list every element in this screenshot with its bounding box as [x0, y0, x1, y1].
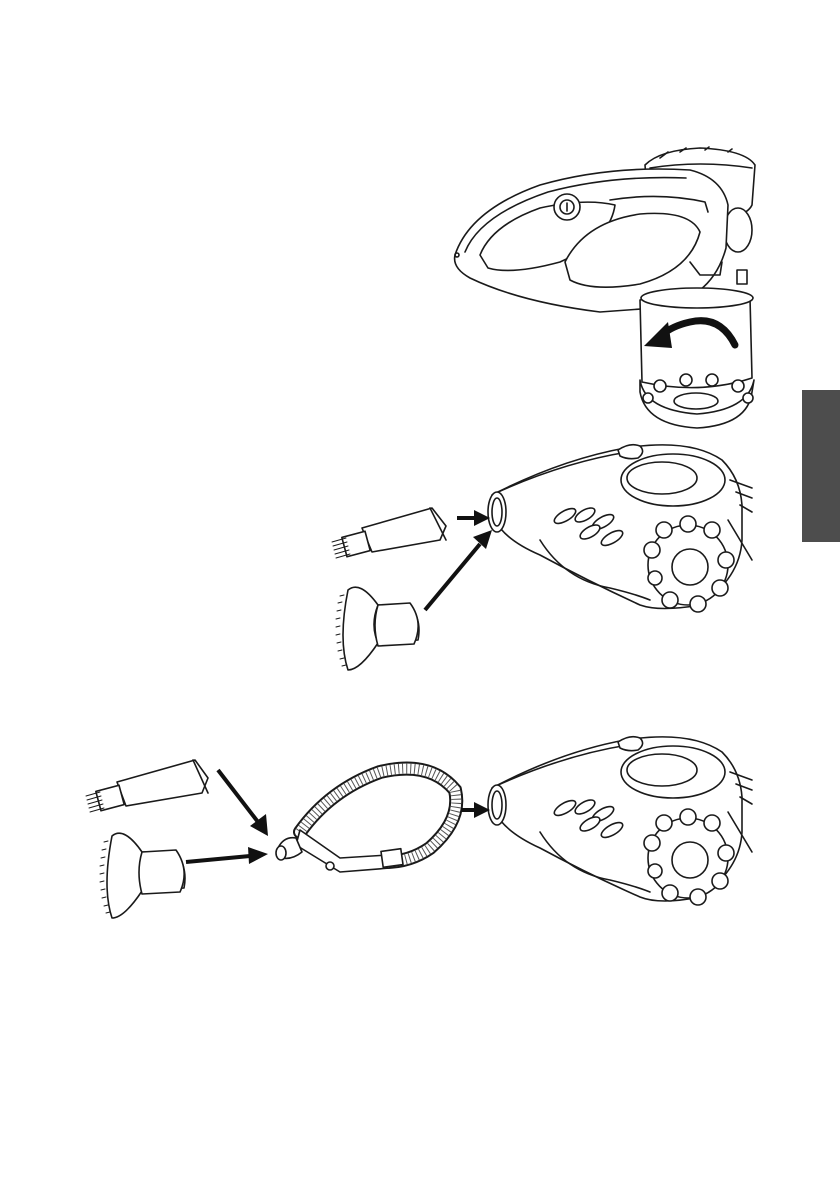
- side-tab: [802, 390, 840, 542]
- upholstery-nozzle-icon: [100, 833, 185, 918]
- cyclone-container-icon: [640, 288, 754, 428]
- vacuum-body-icon: [488, 737, 752, 905]
- figure-attach-nozzle-hose: [86, 737, 752, 918]
- brush-nozzle-icon: [86, 760, 208, 812]
- figure-detach-cyclone: [455, 147, 755, 428]
- brush-nozzle-icon: [332, 508, 446, 558]
- figure-attach-nozzle-direct: [332, 445, 752, 670]
- vacuum-body-icon: [488, 445, 752, 612]
- flexible-hose-icon: [276, 769, 456, 872]
- upholstery-nozzle-icon: [336, 587, 419, 670]
